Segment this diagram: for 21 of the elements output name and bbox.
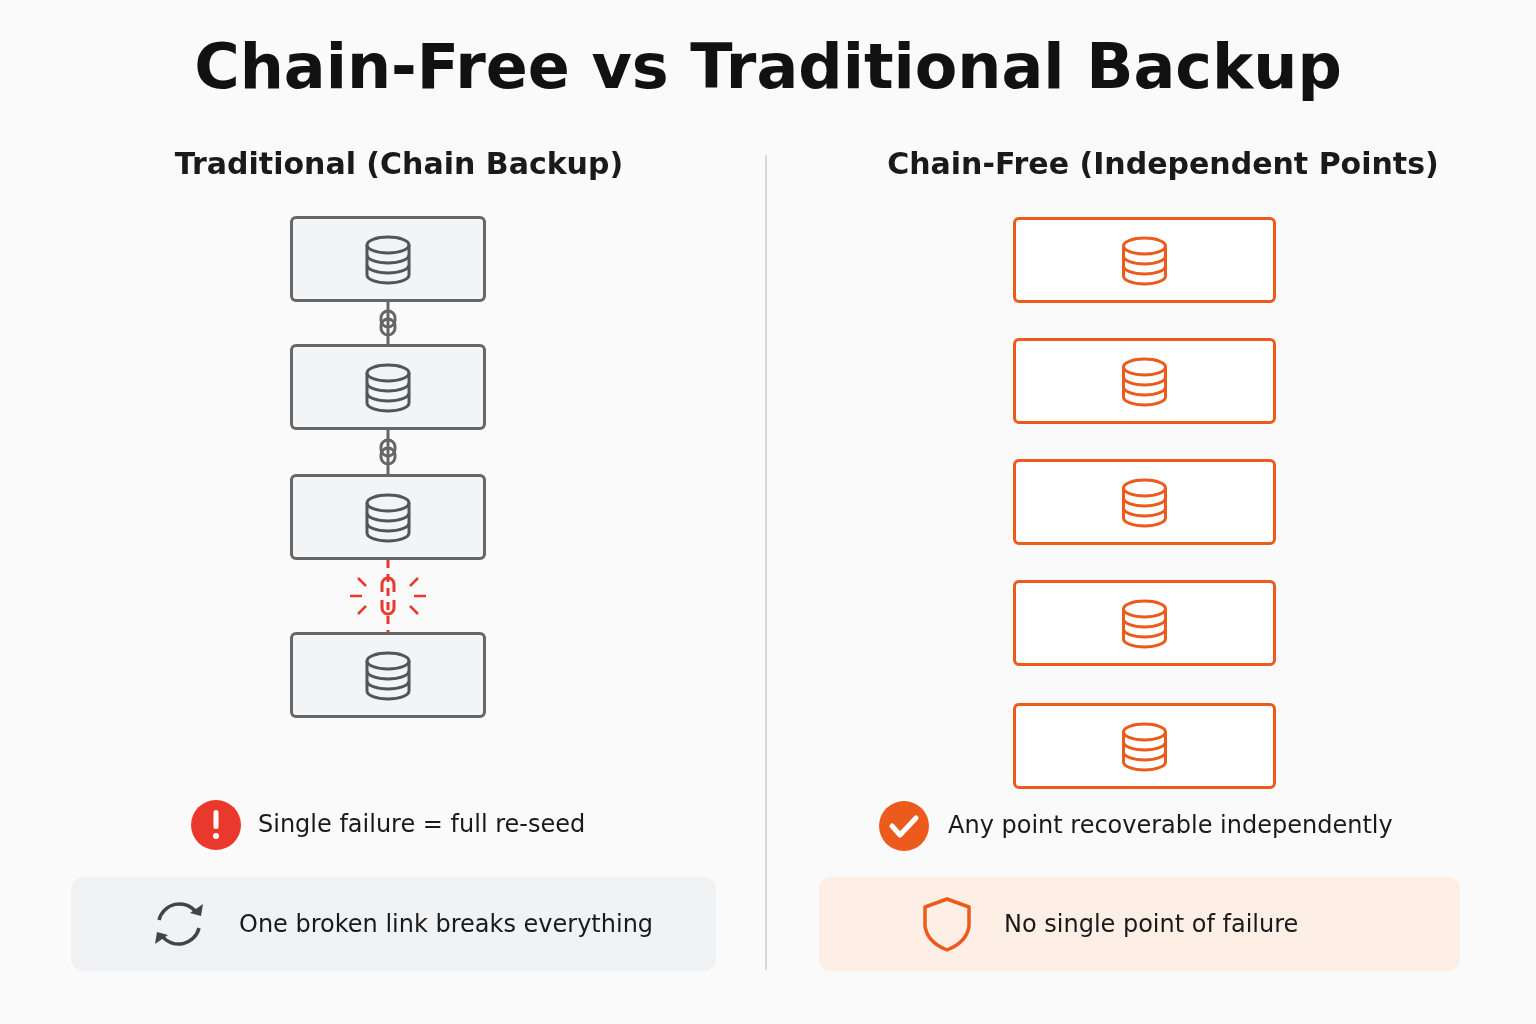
backup-box: [1013, 217, 1276, 303]
backup-box: [1013, 338, 1276, 424]
backup-box: [1013, 459, 1276, 545]
backup-box: [290, 344, 486, 430]
panel-text: One broken link breaks everything: [239, 910, 654, 938]
title: Chain-Free vs Traditional Backup: [193, 30, 1343, 103]
backup-box: [1013, 580, 1276, 666]
connector-line: [386, 302, 390, 344]
backup-box: [290, 216, 486, 302]
status-text: Single failure = full re-seed: [258, 810, 586, 838]
column-heading: Traditional (Chain Backup): [173, 146, 625, 181]
connector-line: [386, 560, 390, 632]
info-panel: [71, 877, 716, 971]
info-panel: [819, 877, 1460, 971]
panel-text: No single point of failure: [1004, 910, 1299, 938]
backup-box: [290, 474, 486, 560]
backup-box: [1013, 703, 1276, 789]
backup-box: [290, 632, 486, 718]
column-heading: Chain-Free (Independent Points): [886, 146, 1440, 181]
connector-line: [386, 430, 390, 474]
status-text: Any point recoverable independently: [948, 811, 1393, 839]
